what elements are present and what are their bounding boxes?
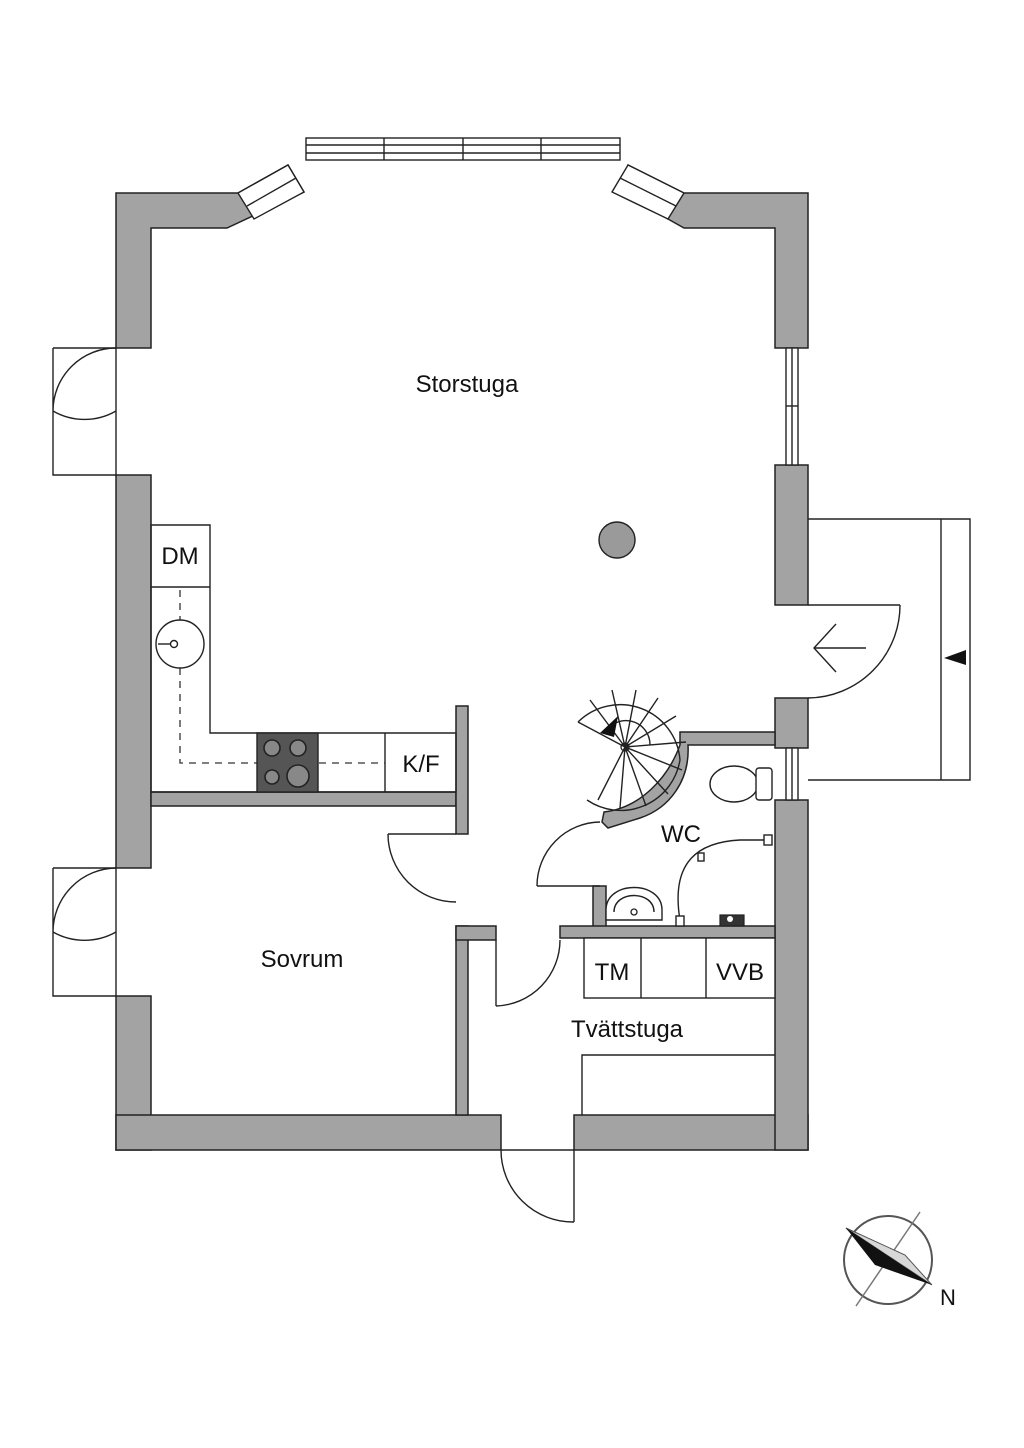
shower-hose-icon <box>675 834 773 927</box>
laundry-fixtures: TM VVB <box>581 937 776 1115</box>
wall-bedroom-right <box>455 925 469 1116</box>
wall-bottom-left <box>115 1114 502 1151</box>
stair-direction-arrow <box>600 716 618 737</box>
label-tm: TM <box>595 959 630 986</box>
interior-walls <box>150 705 776 1116</box>
porch <box>808 518 971 781</box>
wall-left-middle <box>115 474 152 869</box>
label-dm: DM <box>161 543 198 570</box>
door-left-top <box>52 347 117 476</box>
laundry-bench <box>581 1054 775 1115</box>
label-vvb: VVB <box>716 959 764 986</box>
kitchen: DM K/F <box>150 524 457 793</box>
column <box>598 521 636 559</box>
wall-laundry-top <box>455 925 497 941</box>
entry-arrow-icon <box>813 623 866 673</box>
door-bottom-exit <box>500 1149 575 1223</box>
wall-right-mid <box>774 464 809 606</box>
entrance-arrow <box>944 650 966 665</box>
door-left-bottom <box>52 867 117 997</box>
washbasin-icon <box>605 886 663 921</box>
kitchen-sink <box>155 619 205 669</box>
stove-icon <box>256 732 319 793</box>
door-laundry <box>495 939 561 1007</box>
label-wc: WC <box>661 821 701 848</box>
doors <box>52 347 901 1223</box>
label-sovrum: Sovrum <box>261 946 344 973</box>
door-wc <box>536 821 601 887</box>
wall-kitchen-end <box>455 705 469 835</box>
toilet-icon <box>709 765 773 803</box>
wc-fixtures <box>605 765 773 927</box>
kitchen-counter <box>150 524 457 793</box>
compass-icon: N <box>843 1211 956 1310</box>
spiral-stair <box>577 689 687 812</box>
wall-kitchen-bedroom <box>150 791 457 807</box>
label-storstuga: Storstuga <box>416 371 519 398</box>
floor-drain-icon <box>719 914 745 927</box>
wall-wc-bottom <box>559 925 776 939</box>
windows <box>237 137 799 801</box>
door-bedroom <box>387 833 457 903</box>
exterior-walls <box>115 163 809 1151</box>
compass-north-label: N <box>940 1285 956 1310</box>
label-kf: K/F <box>402 751 439 778</box>
wall-bottom-right <box>573 1114 809 1151</box>
wall-right-bottom <box>774 799 809 1151</box>
door-right-entrance <box>807 604 901 699</box>
wall-right-mid2 <box>774 697 809 749</box>
laundry-machines <box>583 937 776 999</box>
label-tvattstuga: Tvättstuga <box>571 1016 684 1043</box>
